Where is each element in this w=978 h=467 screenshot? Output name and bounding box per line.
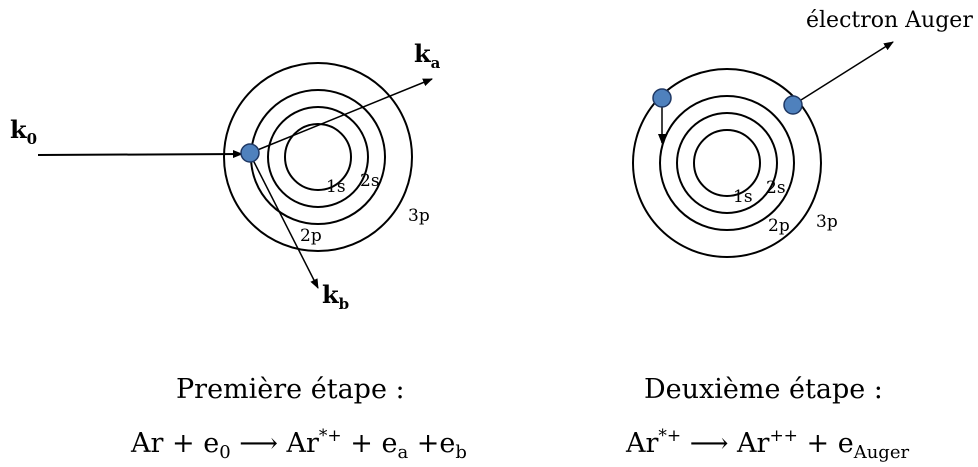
electron-auger (783, 95, 803, 115)
label-ka: ka (414, 39, 441, 72)
shell-label-2p: 2p (300, 226, 322, 246)
electron-ejected-left (240, 143, 260, 163)
scattered-electron-a-arrow (254, 78, 433, 152)
first-step-equation: Ar + e0 ⟶ Ar*+ + ea +eb (130, 426, 467, 463)
shell-2p-orbit (250, 89, 386, 225)
shell-3p-orbit (223, 62, 413, 252)
scattered-electron-b-arrow (251, 157, 319, 289)
shell-label-2s: 2s (766, 178, 786, 198)
shell-2p-orbit (659, 95, 795, 231)
left-atom: 1s 2s 2p 3p k0 ka kb (10, 39, 441, 313)
right-atom: 1s 2s 2p 3p électron Auger (632, 8, 973, 258)
shell-label-2s: 2s (360, 171, 380, 191)
first-step-title: Première étape : (176, 374, 405, 405)
incident-electron-arrow (37, 150, 243, 159)
auger-electron-label: électron Auger (806, 8, 973, 33)
shell-label-1s: 1s (326, 177, 346, 197)
shell-label-2p: 2p (768, 216, 790, 236)
shell-3p-orbit (632, 68, 822, 258)
shell-1s-orbit (693, 129, 761, 197)
shell-label-1s: 1s (733, 187, 753, 207)
auger-electron-arrow (800, 41, 894, 101)
electron-falling (652, 88, 672, 108)
label-k0: k0 (10, 115, 37, 148)
shell-1s-orbit (284, 123, 352, 191)
shell-label-3p: 3p (408, 206, 430, 226)
shell-2s-orbit (267, 106, 369, 208)
shell-label-3p: 3p (816, 212, 838, 232)
shell-2s-orbit (676, 112, 778, 214)
label-kb: kb (322, 280, 349, 313)
second-step-title: Deuxième étape : (644, 374, 883, 405)
second-step-equation: Ar*+ ⟶ Ar++ + eAuger (625, 426, 909, 463)
